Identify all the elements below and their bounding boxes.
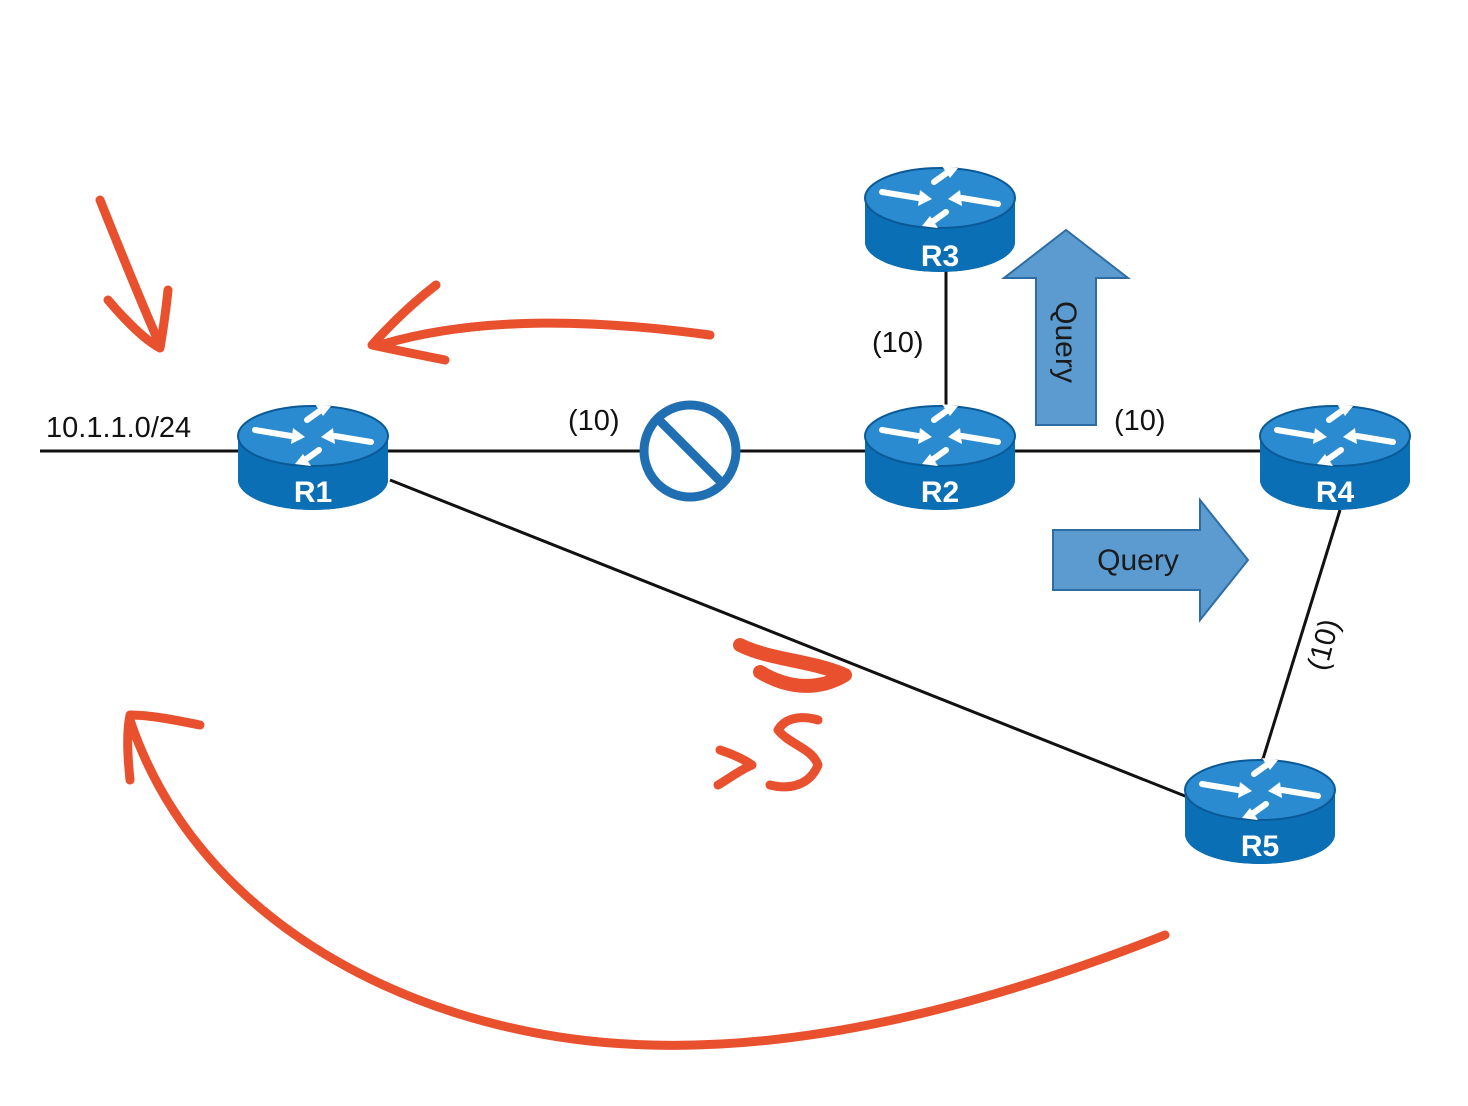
- cost-label-r1-r2: (10): [568, 405, 620, 437]
- router-r3-label: R3: [921, 240, 959, 273]
- network-label: 10.1.1.0/24: [46, 412, 191, 444]
- link-r1-r5: [389, 478, 1191, 800]
- annotation-handwritten-note: [713, 713, 823, 792]
- router-r2-label: R2: [921, 476, 959, 509]
- cost-label-r4-r5: (10): [1302, 616, 1346, 674]
- router-r3: R3: [865, 166, 1015, 273]
- query-arrow-right: Query: [1052, 497, 1250, 623]
- cost-label-r2-r3: (10): [872, 327, 924, 359]
- query-arrow-up: Query: [1001, 228, 1131, 426]
- blocked-link-icon: [639, 400, 741, 502]
- links: [40, 270, 1342, 800]
- router-r5-label: R5: [1241, 830, 1279, 863]
- cost-label-r2-r4: (10): [1114, 405, 1166, 437]
- router-r2: R2: [865, 404, 1015, 510]
- query-arrow-up-label: Query: [1049, 301, 1082, 383]
- annotation-scribble: [733, 638, 852, 693]
- query-arrow-right-label: Query: [1097, 544, 1179, 577]
- annotations: [95, 195, 1170, 1050]
- router-r5: R5: [1185, 758, 1335, 864]
- annotation-arrow-left: [367, 280, 715, 365]
- router-r4-label: R4: [1316, 476, 1355, 509]
- link-r4-r5: [1260, 509, 1342, 763]
- annotation-arrow-down-left: [95, 195, 173, 353]
- annotation-arc-bottom: [123, 710, 1170, 1050]
- router-r1-label: R1: [294, 476, 332, 509]
- router-r1: R1: [238, 404, 388, 510]
- router-r4: R4: [1260, 404, 1410, 510]
